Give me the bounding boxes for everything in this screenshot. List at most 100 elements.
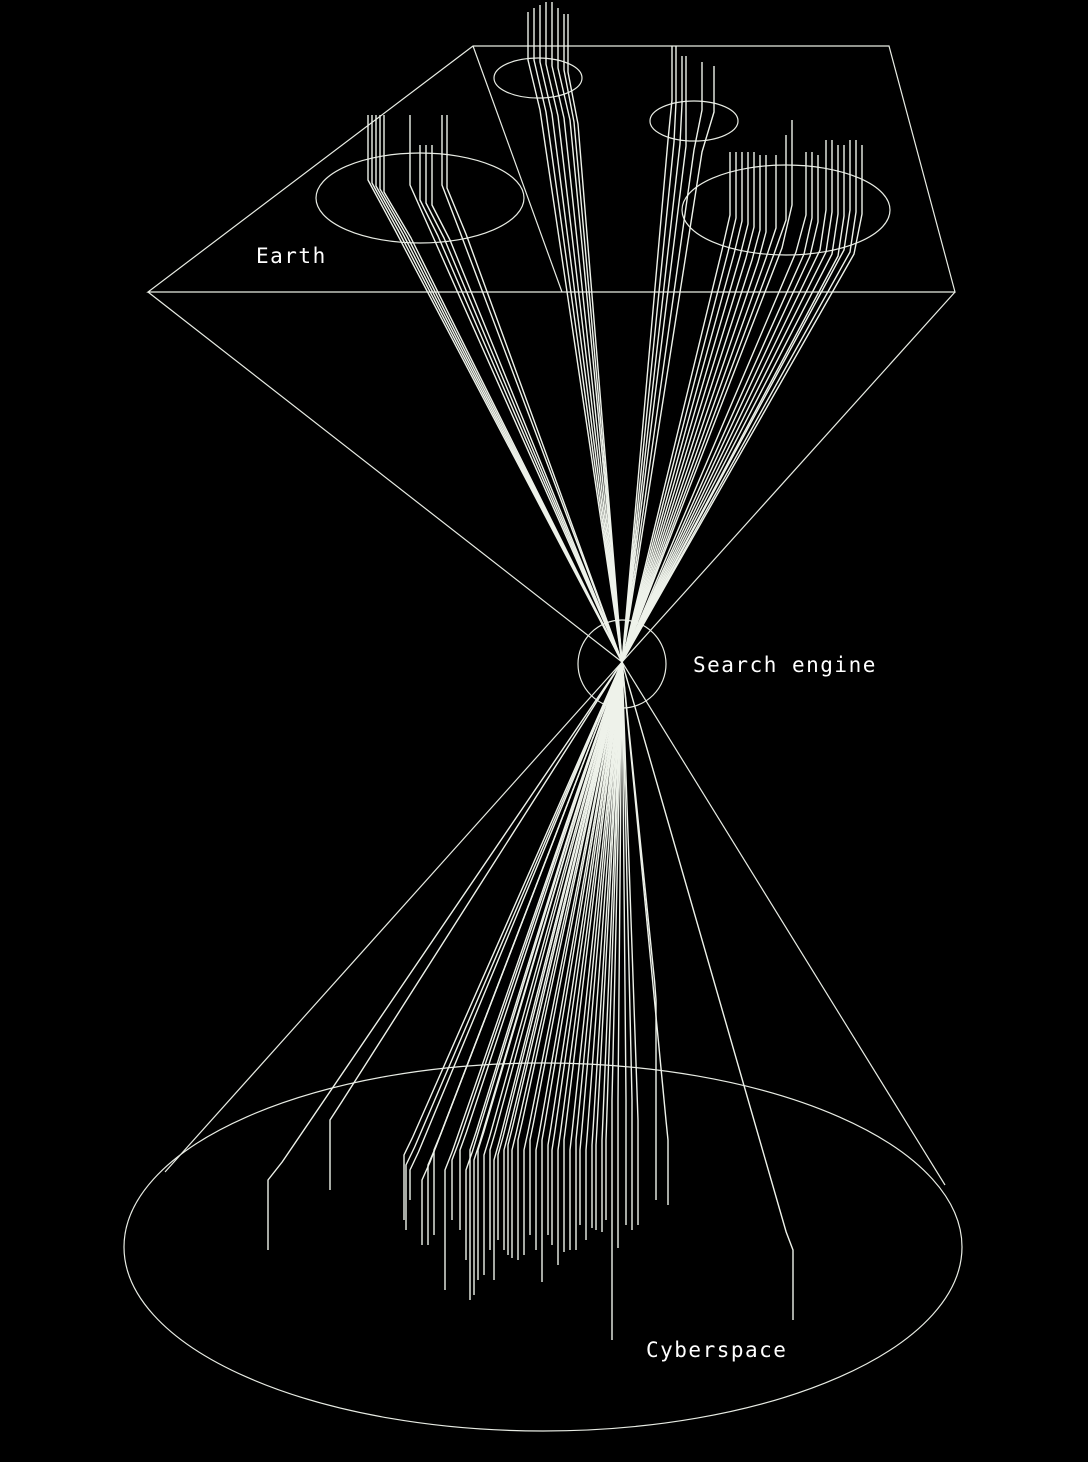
upper-flow-line [446, 115, 623, 663]
lower-flow-line [621, 661, 657, 1200]
upper-flow-line [621, 56, 687, 663]
upper-flow-line [621, 155, 767, 663]
lower-flow-line [585, 661, 623, 1240]
upper-flow-line [419, 145, 623, 663]
cyberspace-label: Cyberspace [646, 1338, 787, 1362]
lower-flow-line [329, 661, 623, 1190]
upper-flow-line [557, 8, 623, 663]
upper-flow-line [371, 115, 623, 663]
upper-flow-line [431, 145, 623, 663]
lower-flow-line [507, 661, 623, 1255]
upper-flow-line [621, 135, 787, 663]
upper-flow-line [621, 155, 777, 663]
lower-flow-line [621, 661, 639, 1225]
lower-flow-line [557, 661, 623, 1265]
search-engine-to-cyberspace-lines [267, 661, 794, 1340]
lower-flow-line [569, 661, 623, 1250]
upper-flow-line [621, 152, 813, 663]
lower-flow-line [503, 661, 623, 1250]
lower-flow-line [409, 661, 623, 1200]
upper-flow-line [527, 12, 623, 663]
cone-outlines [147, 291, 956, 1186]
lower-flow-line [621, 661, 633, 1230]
upper-flow-line [533, 8, 623, 663]
lower-flow-line [617, 661, 623, 1248]
lower-flow-line [493, 661, 623, 1280]
upper-flow-line [441, 115, 623, 663]
cyberspace-ellipse [123, 1062, 963, 1432]
earth-plane-divider [472, 45, 563, 293]
lower-flow-line [621, 661, 669, 1205]
lower-flow-line [451, 661, 623, 1220]
upper-cone-right-edge [621, 291, 956, 663]
upper-flow-line [621, 152, 807, 663]
lower-flow-line [591, 661, 623, 1228]
upper-flow-line [379, 115, 623, 663]
upper-flow-line [567, 14, 623, 663]
upper-flow-line [409, 115, 623, 663]
earth-label: Earth [256, 244, 327, 268]
lower-flow-line [405, 661, 623, 1230]
lower-flow-line [523, 661, 623, 1255]
upper-flow-line [621, 120, 793, 663]
upper-flow-line [375, 115, 623, 663]
lower-flow-line [547, 661, 623, 1235]
lower-flow-line [477, 661, 623, 1280]
upper-flow-line [621, 145, 863, 663]
lower-flow-line [465, 661, 623, 1260]
lower-flow-line [403, 661, 623, 1220]
upper-flow-line [551, 2, 623, 663]
upper-flow-line [545, 2, 623, 663]
upper-flow-line [425, 145, 623, 663]
lower-flow-line [621, 661, 627, 1225]
upper-flow-line [621, 145, 845, 663]
earth-cluster-2 [493, 57, 583, 99]
upper-cone-left-edge [147, 291, 623, 663]
upper-flow-line [621, 155, 761, 663]
lower-flow-line [621, 661, 794, 1320]
upper-flow-line [621, 66, 715, 663]
lower-flow-line [444, 661, 623, 1290]
lower-cone-right-edge [621, 661, 946, 1186]
lower-flow-line [579, 661, 623, 1225]
lower-flow-line [483, 661, 623, 1275]
upper-flow-line [621, 140, 851, 663]
lower-cone-left-edge [164, 661, 623, 1173]
upper-flow-line [621, 56, 683, 663]
lower-flow-line [489, 661, 623, 1250]
lower-flow-line [563, 661, 623, 1252]
lower-flow-line [541, 661, 623, 1282]
earth-cluster-3 [649, 100, 739, 142]
lower-flow-line [267, 661, 623, 1250]
lower-flow-line [605, 661, 623, 1220]
upper-flow-line [621, 46, 673, 663]
upper-flow-line [621, 140, 827, 663]
upper-flow-line [621, 46, 677, 663]
lower-flow-line [595, 661, 623, 1230]
upper-flow-line [621, 145, 839, 663]
lower-flow-line [529, 661, 623, 1235]
lower-flow-line [497, 661, 623, 1240]
lower-flow-line [459, 661, 623, 1230]
lower-flow-line [511, 661, 623, 1258]
lower-flow-line [535, 661, 623, 1250]
upper-flow-line [621, 152, 749, 663]
upper-flow-line [621, 155, 819, 663]
upper-flow-line [621, 152, 755, 663]
lower-flow-line [517, 661, 623, 1260]
upper-flow-line [367, 115, 623, 663]
upper-flow-line [539, 5, 623, 663]
upper-flow-line [621, 152, 743, 663]
lower-flow-line [575, 661, 623, 1250]
upper-flow-line [563, 14, 623, 663]
upper-flow-line [383, 115, 623, 663]
upper-flow-line [621, 62, 703, 663]
upper-flow-line [621, 140, 833, 663]
upper-flow-line [621, 140, 857, 663]
lower-flow-line [611, 661, 623, 1340]
upper-flow-line [621, 152, 731, 663]
lower-flow-line [551, 661, 623, 1245]
lower-flow-line [601, 661, 623, 1232]
search-engine-label: Search engine [693, 653, 877, 677]
